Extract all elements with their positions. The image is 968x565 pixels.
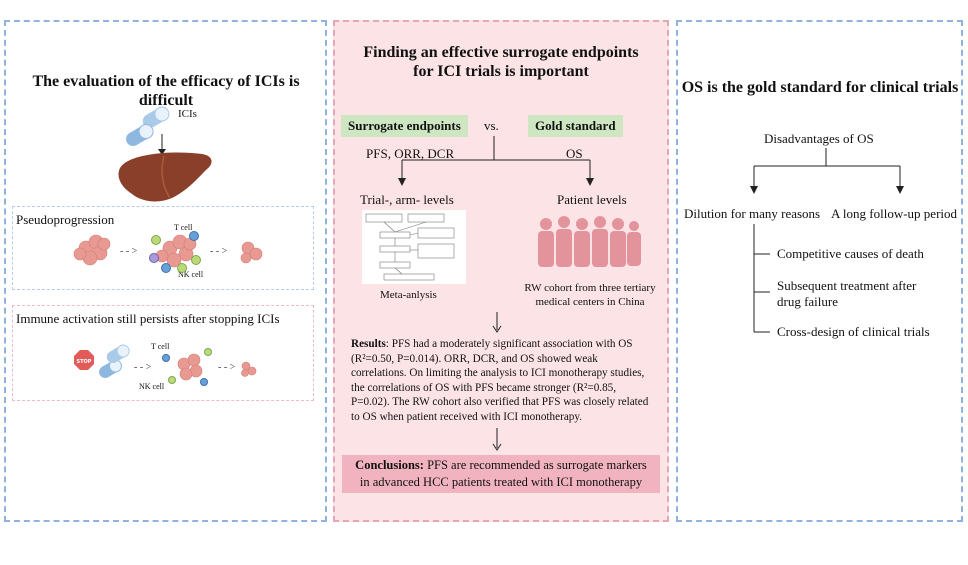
rw-cohort-line1: RW cohort from three tertiary xyxy=(524,282,656,294)
branch-connector xyxy=(398,136,594,186)
reason-subsequent-treatment-line1: Subsequent treatment after xyxy=(777,278,917,293)
shrinking-tumor-icon xyxy=(240,241,263,264)
middle-panel-title-line2: for ICI trials is important xyxy=(413,63,589,80)
pseudoprogression-illustration: - - > - - > xyxy=(73,231,263,273)
conclusion-box: Conclusions: PFS are recommended as surr… xyxy=(342,455,660,493)
left-panel-title: The evaluation of the efficacy of ICIs i… xyxy=(32,73,300,109)
immune-activation-box xyxy=(12,305,314,401)
surrogate-items: PFS, ORR, DCR xyxy=(366,146,455,161)
right-panel xyxy=(676,20,963,522)
svg-text:- - >: - - > xyxy=(218,362,236,373)
ici-liver-illustration xyxy=(118,106,212,202)
gold-standard-label: Gold standard xyxy=(528,115,623,137)
conclusion-line2: in advanced HCC patients treated with IC… xyxy=(359,475,643,489)
left-panel xyxy=(4,20,327,522)
reason-subsequent-treatment-line2: drug failure xyxy=(777,294,839,309)
followup-label: A long follow-up period xyxy=(831,206,958,221)
icis-label: ICIs xyxy=(178,108,197,120)
conclusion-label: Conclusions: xyxy=(355,458,424,472)
liver-icon xyxy=(118,152,212,202)
tumor-icon xyxy=(73,234,111,266)
rw-cohort-line2: medical centers in China xyxy=(535,296,645,308)
results-label: Results xyxy=(351,338,386,350)
patient-cohort-icon xyxy=(538,216,641,267)
right-panel-title: OS is the gold standard for clinical tri… xyxy=(681,79,959,96)
disadvantages-label: Disadvantages of OS xyxy=(764,131,874,146)
pseudoprogression-box xyxy=(12,206,314,290)
svg-text:- - >: - - > xyxy=(120,246,138,257)
stop-sign-icon: STOP xyxy=(74,350,94,370)
immune-activation-illustration: STOP - - > - - > xyxy=(74,344,257,386)
middle-panel xyxy=(333,20,669,522)
capsule-icon-2 xyxy=(99,359,122,378)
immune-activation-title: Immune activation still persists after s… xyxy=(16,311,280,326)
meta-analysis-label: Meta-anlysis xyxy=(380,289,437,301)
tcell-label-2: T cell xyxy=(151,342,170,351)
capsule-icon-3 xyxy=(106,344,130,363)
middle-panel-title-line1: Finding an effective surrogate endpoints xyxy=(363,44,639,61)
down-arrow-1 xyxy=(492,312,502,333)
immune-infiltrated-tumor-icon xyxy=(149,231,201,273)
reason-competitive-causes: Competitive causes of death xyxy=(777,246,924,261)
svg-text:- - >: - - > xyxy=(210,246,228,257)
gold-item: OS xyxy=(566,146,583,161)
shrinking-tumor-icon-2 xyxy=(241,361,257,377)
vs-label: vs. xyxy=(484,118,499,133)
down-arrow-2 xyxy=(492,428,502,451)
svg-text:- - >: - - > xyxy=(134,362,152,373)
nkcell-label-2: NK cell xyxy=(139,382,165,391)
meta-analysis-flowchart-icon xyxy=(362,210,466,284)
svg-text:STOP: STOP xyxy=(77,359,92,365)
reason-cross-design: Cross-design of clinical trials xyxy=(777,324,930,339)
nkcell-label: NK cell xyxy=(178,270,204,279)
pseudoprogression-title: Pseudoprogression xyxy=(16,212,115,227)
results-block: Results: PFS had a moderately significan… xyxy=(351,337,651,425)
tcell-label: T cell xyxy=(174,223,193,232)
results-text: : PFS had a moderately significant assoc… xyxy=(351,338,649,423)
tumor-icon-2 xyxy=(177,353,203,381)
reasons-bracket xyxy=(753,224,770,333)
surrogate-endpoints-label: Surrogate endpoints xyxy=(341,115,468,137)
trial-levels: Trial-, arm- levels xyxy=(360,192,454,207)
os-branch-connector xyxy=(750,148,904,194)
dilution-label: Dilution for many reasons xyxy=(684,206,821,221)
capsule-icon xyxy=(126,106,170,146)
conclusion-line1: PFS are recommended as surrogate markers xyxy=(423,458,647,472)
patient-levels: Patient levels xyxy=(557,192,627,207)
